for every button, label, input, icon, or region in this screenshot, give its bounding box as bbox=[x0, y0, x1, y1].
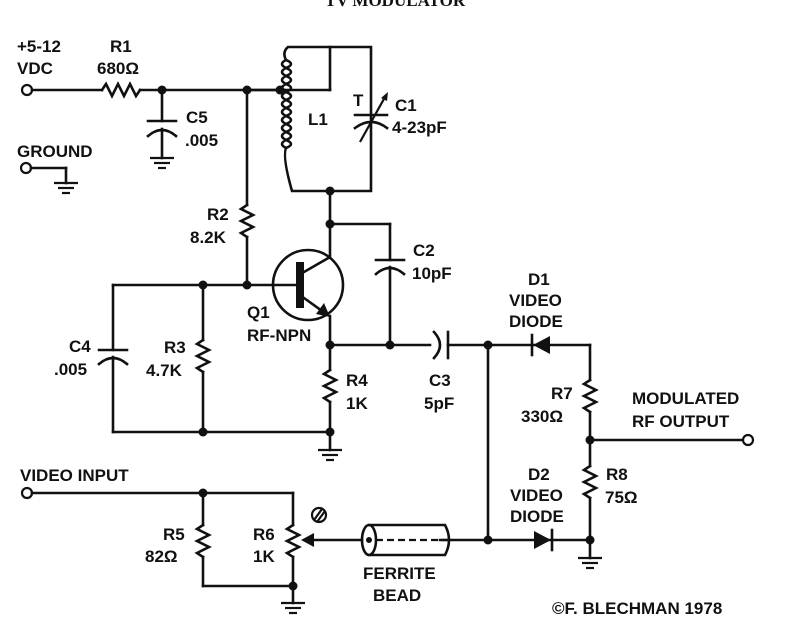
c1-ref: C1 bbox=[395, 96, 417, 115]
c4-value: .005 bbox=[54, 360, 87, 379]
c1-value: 4-23pF bbox=[392, 118, 447, 137]
supply-terminal[interactable] bbox=[20, 83, 34, 97]
r3-ref: R3 bbox=[164, 338, 186, 357]
c2-capacitor bbox=[374, 222, 406, 347]
r2-resistor bbox=[238, 88, 256, 287]
l1-inductor bbox=[245, 45, 373, 193]
video-input-terminal[interactable] bbox=[20, 486, 34, 500]
l1-ref: L1 bbox=[308, 110, 328, 129]
r6-value: 1K bbox=[253, 547, 275, 566]
r1-ref: R1 bbox=[110, 37, 132, 56]
d2-line1: VIDEO bbox=[510, 486, 563, 505]
r7-value: 330Ω bbox=[521, 407, 563, 426]
r2-ref: R2 bbox=[207, 205, 229, 224]
r4-ref: R4 bbox=[346, 371, 368, 390]
q1-value: RF-NPN bbox=[247, 326, 311, 345]
supply-label-2: VDC bbox=[17, 59, 53, 78]
d1-line1: VIDEO bbox=[509, 291, 562, 310]
q1-ref: Q1 bbox=[247, 303, 270, 322]
r3-value: 4.7K bbox=[146, 361, 183, 380]
ground-icon bbox=[281, 584, 305, 615]
bead-line2: BEAD bbox=[373, 586, 421, 605]
r4-value: 1K bbox=[346, 394, 368, 413]
r8-value: 75Ω bbox=[605, 488, 638, 507]
r1-value: 680Ω bbox=[97, 59, 139, 78]
r5-ref: R5 bbox=[163, 525, 185, 544]
c5-value: .005 bbox=[185, 131, 218, 150]
diagram-title: TV MODULATOR bbox=[325, 0, 466, 10]
c2-value: 10pF bbox=[412, 264, 452, 283]
ferrite-bead bbox=[360, 523, 451, 557]
bead-line1: FERRITE bbox=[363, 564, 436, 583]
r1-resistor bbox=[100, 81, 142, 99]
copyright: ©F. BLECHMAN 1978 bbox=[552, 599, 722, 618]
supply-rail bbox=[20, 81, 332, 99]
r3-resistor bbox=[194, 283, 212, 434]
ground-label: GROUND bbox=[17, 142, 93, 161]
ground-terminal[interactable] bbox=[19, 161, 33, 175]
r6-potentiometer bbox=[284, 491, 364, 588]
d1-line2: DIODE bbox=[509, 312, 563, 331]
rf-output-label-2: RF OUTPUT bbox=[632, 412, 730, 431]
c5-ref: C5 bbox=[186, 108, 208, 127]
c3-ref: C3 bbox=[429, 371, 451, 390]
c1-trimmer-capacitor bbox=[353, 92, 389, 143]
r6-ref: R6 bbox=[253, 525, 275, 544]
rf-output-terminal[interactable] bbox=[741, 433, 755, 447]
r5-value: 82Ω bbox=[145, 547, 178, 566]
c3-value: 5pF bbox=[424, 394, 454, 413]
c1-mark: T bbox=[353, 91, 364, 110]
c4-ref: C4 bbox=[69, 337, 91, 356]
d2-ref: D2 bbox=[528, 465, 550, 484]
r7-ref: R7 bbox=[551, 384, 573, 403]
r2-value: 8.2K bbox=[190, 228, 227, 247]
r7-resistor bbox=[581, 378, 599, 442]
q1-transistor bbox=[245, 248, 345, 347]
c5-capacitor bbox=[146, 88, 178, 170]
rf-output-label-1: MODULATED bbox=[632, 389, 739, 408]
d1-diode bbox=[530, 333, 550, 357]
r5-resistor bbox=[194, 491, 212, 588]
adjust-screw-icon bbox=[310, 506, 328, 524]
d2-diode bbox=[438, 528, 592, 552]
d1-ref: D1 bbox=[528, 270, 550, 289]
video-input-label: VIDEO INPUT bbox=[20, 466, 129, 485]
c3-capacitor bbox=[432, 330, 592, 360]
c4-capacitor bbox=[97, 348, 129, 434]
r8-resistor bbox=[578, 438, 602, 570]
r8-ref: R8 bbox=[606, 465, 628, 484]
r4-resistor bbox=[318, 343, 342, 462]
c2-ref: C2 bbox=[413, 241, 435, 260]
d2-line2: DIODE bbox=[510, 507, 564, 526]
supply-label-1: +5-12 bbox=[17, 37, 61, 56]
ground-terminal-group bbox=[19, 161, 78, 195]
